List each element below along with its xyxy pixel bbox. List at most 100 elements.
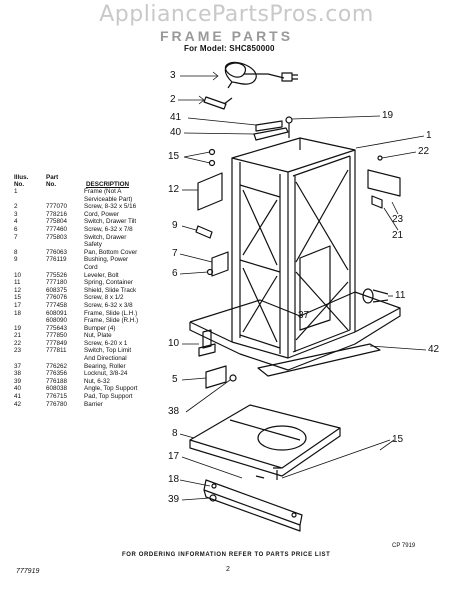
- callout-19: 19: [382, 110, 394, 121]
- illus-no-cell: 41: [14, 393, 22, 401]
- top-support-angle-illustration: [253, 127, 289, 141]
- description-cell: Safety: [84, 241, 102, 249]
- description-cell: Shield, Slide Track: [84, 286, 137, 294]
- part-no-cell: 776715: [46, 393, 68, 401]
- part-no-cell: 777849: [46, 339, 68, 347]
- description-cell: Bearing, Roller: [84, 362, 126, 370]
- cp-code: CP 7919: [392, 543, 416, 549]
- bottom-cover-pan-illustration: [189, 404, 341, 477]
- illus-no-cell: 39: [14, 377, 22, 385]
- description-cell: Barrier: [84, 400, 103, 408]
- callout-41: 41: [170, 112, 182, 123]
- part-no-cell: 776119: [46, 256, 67, 264]
- illus-no-cell: [12, 355, 44, 363]
- part-no-cell: 778216: [46, 210, 68, 218]
- illus-no-cell: 7: [14, 233, 18, 241]
- document-code: 777919: [16, 568, 40, 575]
- part-no-cell: 776780: [46, 400, 68, 408]
- part-no-header: Part No.: [46, 174, 59, 188]
- callout-40: 40: [170, 127, 182, 138]
- description-cell: Frame, Slide (R.H.): [84, 317, 139, 325]
- part-no-cell: [44, 241, 78, 249]
- watermark: AppliancePartsPros.com: [99, 2, 374, 27]
- part-no-cell: 775803: [46, 233, 68, 241]
- illus-no-cell: [12, 241, 44, 249]
- illus-no-cell: 42: [14, 400, 22, 408]
- illus-no-cell: 10: [14, 271, 22, 279]
- illus-no-cell: 22: [14, 339, 22, 347]
- callout-18: 18: [168, 474, 180, 485]
- callout-23: 23: [392, 214, 404, 225]
- table-row: Cord: [12, 264, 140, 272]
- ordering-info-note: FOR ORDERING INFORMATION REFER TO PARTS …: [122, 552, 331, 558]
- illus-no-cell: 37: [14, 362, 22, 370]
- callout-6: 6: [172, 268, 178, 279]
- description-cell: Screw, 6-32 x 3/8: [84, 301, 133, 309]
- description-cell: Switch, Top Limit: [84, 347, 132, 355]
- illus-no-cell: 15: [14, 294, 22, 302]
- page-number: 2: [226, 566, 230, 573]
- description-cell: Cord, Power: [84, 210, 119, 218]
- description-cell: Serviceable Part): [84, 195, 133, 203]
- part-no-cell: 776076: [46, 294, 68, 302]
- slide-frame-illustration: [203, 475, 303, 532]
- description-cell: Nut, Plate: [84, 332, 112, 340]
- callout-11: 11: [395, 290, 406, 301]
- callout-21: 21: [392, 230, 404, 241]
- part-no-cell: 776063: [46, 248, 68, 256]
- description-cell: Pan, Bottom Cover: [84, 248, 138, 256]
- callout-15-bottom: 15: [392, 434, 404, 445]
- description-cell: Screw, 8 x 1/2: [84, 294, 124, 302]
- description-cell: Pad, Top Support: [84, 393, 133, 401]
- description-cell: Frame, Slide (L.H.): [84, 309, 138, 317]
- leveler-illustration: [198, 329, 216, 357]
- part-no-cell: 608038: [46, 385, 68, 393]
- callout-38: 38: [168, 406, 180, 417]
- table-row: 41 776715 Pad, Top Support: [12, 393, 140, 401]
- callout-7: 7: [172, 248, 178, 259]
- table-row: 21 777850 Nut, Plate: [12, 332, 140, 340]
- table-row: Serviceable Part): [12, 196, 140, 204]
- shield-illustration: [197, 172, 223, 211]
- callout-3: 3: [170, 70, 176, 81]
- illus-no-cell: [12, 264, 44, 272]
- part-no-cell: 775804: [46, 218, 68, 226]
- part-no-cell: 777850: [46, 332, 68, 340]
- part-no-cell: 777458: [46, 301, 68, 309]
- part-no-cell: 777460: [46, 225, 68, 233]
- page-title: FRAME PARTS: [160, 28, 294, 44]
- part-no-cell: 777180: [46, 279, 68, 287]
- illus-no-cell: 21: [14, 332, 22, 340]
- callout-15-top: 15: [168, 151, 180, 162]
- locknut-illustration: [229, 374, 237, 382]
- container-spring-illustration: [362, 288, 389, 304]
- description-cell: Screw, 6-32 x 7/8: [84, 225, 133, 233]
- callout-10: 10: [168, 338, 180, 349]
- description-cell: And Directional: [84, 355, 127, 363]
- part-no-cell: [44, 196, 78, 204]
- table-row: 8 776063 Pan, Bottom Cover: [12, 249, 140, 257]
- description-cell: Angle, Top Support: [84, 385, 138, 393]
- table-row: And Directional: [12, 355, 140, 363]
- drawer-tilt-switch-illustration: [205, 365, 227, 389]
- description-cell: Leveler, Bolt: [84, 271, 119, 279]
- description-cell: Bumper (4): [84, 324, 116, 332]
- illus-no-cell: 8: [14, 248, 18, 256]
- table-row: Safety: [12, 241, 140, 249]
- illus-no-cell: 3: [14, 210, 18, 218]
- part-no-cell: 777811: [46, 347, 67, 355]
- description-cell: Screw, 6-20 x 1: [84, 339, 128, 347]
- illus-no-cell: [12, 196, 44, 204]
